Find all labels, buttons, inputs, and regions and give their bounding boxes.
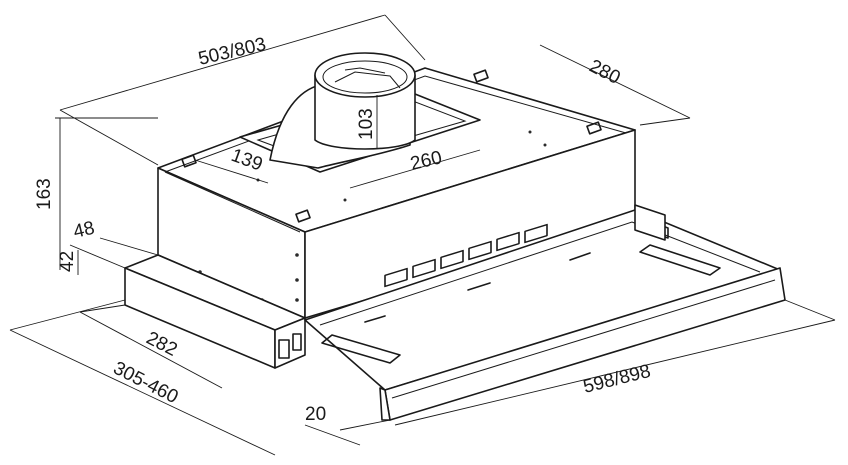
- dim-outlet-height: 103: [356, 108, 377, 140]
- dim-width-range: 503/803: [196, 34, 268, 70]
- box-side: [274, 317, 306, 369]
- mounting-brackets: [181, 69, 602, 223]
- extendable-drawer: [304, 204, 786, 421]
- dim-front-width: 598/898: [581, 361, 653, 398]
- vent-slots: [384, 223, 548, 288]
- dim-front-step: 42: [57, 251, 78, 272]
- dim-depth-body: 282: [143, 328, 181, 361]
- outlet-assembly: [239, 52, 481, 173]
- dim-front-thickness: 20: [305, 404, 326, 425]
- dim-depth-extended: 305-460: [110, 358, 182, 408]
- drawer-slots: [321, 221, 721, 364]
- hood-body: [157, 67, 636, 319]
- rear-box: [124, 254, 306, 369]
- dimension-lines: [9, 14, 836, 456]
- dim-height: 163: [34, 178, 55, 210]
- dim-depth: 280: [586, 56, 624, 89]
- dim-front-height: 48: [71, 218, 96, 243]
- outlet-ring: [314, 52, 416, 98]
